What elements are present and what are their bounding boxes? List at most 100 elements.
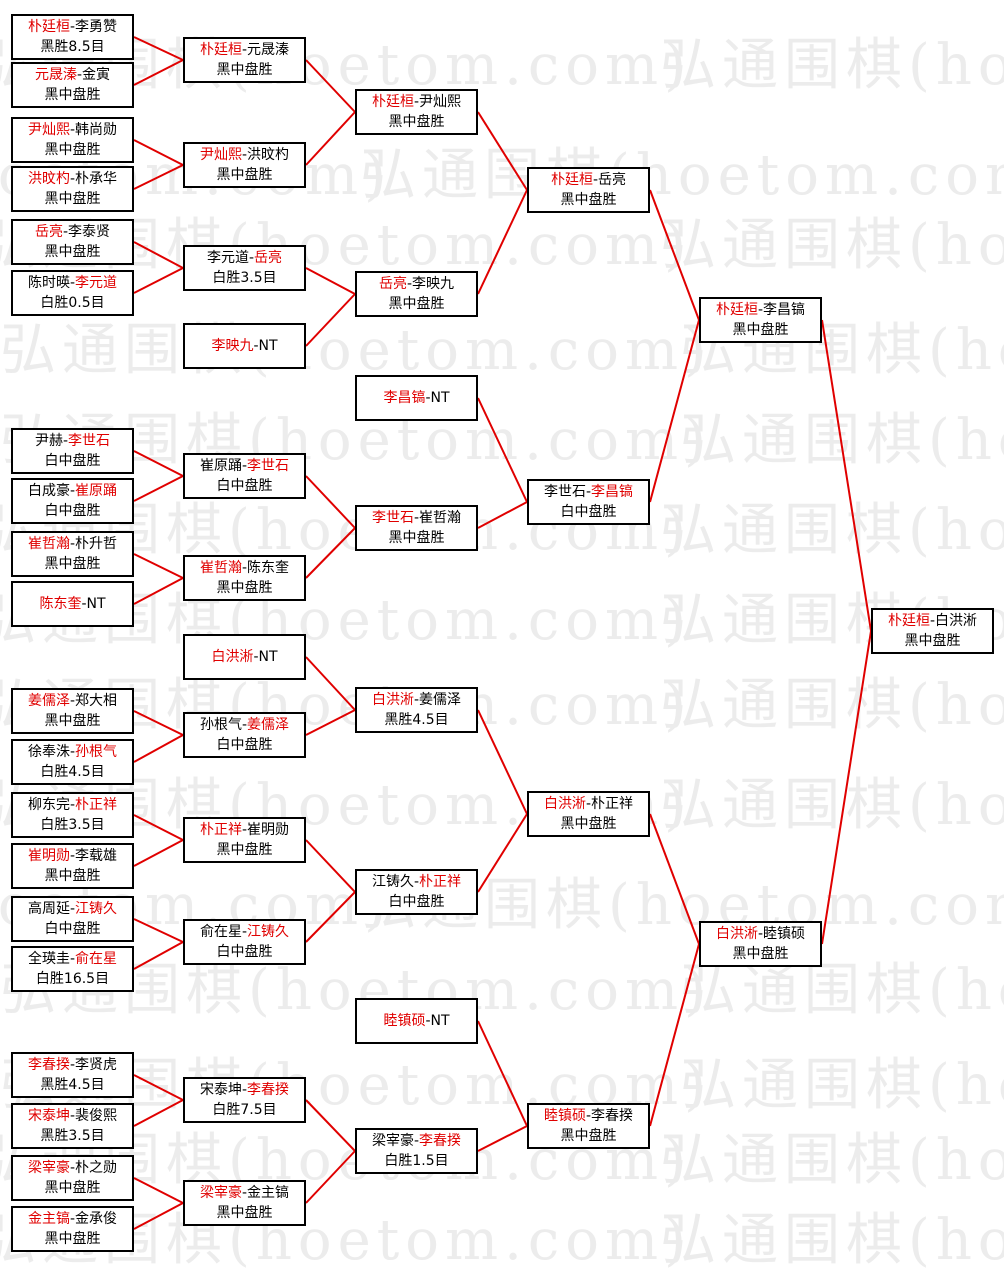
player-b: 李勇赞	[75, 19, 118, 35]
player-b: 郑大相	[75, 693, 118, 709]
player-separator: -	[69, 1211, 76, 1227]
match-box: 洪旼杓-朴承华黑中盘胜	[11, 166, 134, 212]
player-a: 白洪淅	[211, 649, 254, 665]
match-players: 睦镇硕-NT	[383, 1011, 449, 1031]
match-box: 陈东奎-NT	[11, 581, 134, 627]
match-result: 黑胜3.5目	[40, 1128, 105, 1144]
match-box: 白洪淅-姜儒泽黑胜4.5目	[355, 687, 478, 733]
match-players: 崔哲瀚-朴升哲	[28, 534, 117, 554]
match-box: 金主镐-金承俊黑中盘胜	[11, 1206, 134, 1252]
player-a: 白洪淅	[715, 926, 758, 942]
player-b: 姜儒泽	[419, 692, 462, 708]
match-box: 朴廷桓-尹灿熙黑中盘胜	[355, 89, 478, 135]
player-separator: -	[69, 901, 76, 917]
match-players: 李世石-李昌镐	[544, 482, 633, 502]
player-b: 崔哲瀚	[419, 510, 462, 526]
player-a: 李元道	[206, 250, 249, 266]
match-players: 陈东奎-NT	[39, 594, 105, 614]
match-box: 江铸久-朴正祥白中盘胜	[355, 869, 478, 915]
match-players: 徐奉洙-孙根气	[28, 742, 117, 762]
bracket-connector	[305, 111, 356, 166]
player-separator: -	[241, 147, 248, 163]
player-separator: -	[413, 1133, 420, 1149]
bracket-connector	[305, 527, 356, 579]
bracket-connector	[649, 319, 700, 503]
match-players: 白洪淅-朴正祥	[544, 794, 633, 814]
player-separator: -	[241, 1185, 248, 1201]
player-a: 朴廷桓	[371, 94, 414, 110]
player-a: 崔原踊	[199, 458, 242, 474]
match-result: 黑中盘胜	[560, 192, 617, 208]
bracket-connector	[477, 1125, 528, 1152]
player-b: 尹灿熙	[419, 94, 462, 110]
match-result: 黑中盘胜	[44, 1180, 101, 1196]
match-box: 梁宰豪-朴之勋黑中盘胜	[11, 1155, 134, 1201]
match-box: 元晟溱-金寅黑中盘胜	[11, 62, 134, 108]
player-b: 李贤虎	[75, 1057, 118, 1073]
match-box: 孙根气-姜儒泽白中盘胜	[183, 712, 306, 758]
match-box: 睦镇硕-NT	[355, 998, 478, 1044]
match-result: 黑胜4.5目	[40, 1077, 105, 1093]
player-separator: -	[241, 42, 248, 58]
player-a: 江铸久	[371, 874, 414, 890]
player-a: 梁宰豪	[199, 1185, 242, 1201]
match-players: 白洪淅-睦镇硕	[716, 924, 805, 944]
match-result: 黑胜8.5目	[40, 39, 105, 55]
player-separator: -	[413, 692, 420, 708]
player-separator: -	[69, 1108, 76, 1124]
player-separator: -	[69, 1057, 76, 1073]
match-players: 白洪淅-姜儒泽	[372, 690, 461, 710]
match-result: 黑中盘胜	[44, 87, 101, 103]
match-result: 黑中盘胜	[216, 167, 273, 183]
match-players: 元晟溱-金寅	[35, 65, 110, 85]
match-players: 尹灿熙-韩尚勋	[28, 120, 117, 140]
match-players: 俞在星-江铸久	[200, 922, 289, 942]
player-separator: -	[585, 1108, 592, 1124]
match-result: 白中盘胜	[216, 478, 273, 494]
bracket-connector	[649, 189, 700, 321]
player-b: 孙根气	[75, 744, 118, 760]
match-players: 李映九-NT	[211, 336, 277, 356]
match-result: 黑中盘胜	[388, 114, 445, 130]
match-result: 黑中盘胜	[216, 1205, 273, 1221]
match-box: 全瑛圭-俞在星白胜16.5目	[11, 946, 134, 992]
match-box: 李昌镐-NT	[355, 375, 478, 421]
player-a: 元晟溱	[34, 67, 77, 83]
match-box: 朴廷桓-岳亮黑中盘胜	[527, 167, 650, 213]
player-a: 李世石	[543, 484, 586, 500]
bracket-connector	[133, 814, 184, 841]
player-a: 朴廷桓	[887, 613, 930, 629]
match-box: 李映九-NT	[183, 323, 306, 369]
player-b: 洪旼杓	[247, 147, 290, 163]
bracket-connector	[477, 501, 528, 529]
bracket-connector	[477, 709, 528, 815]
bracket-connector	[133, 139, 184, 166]
match-players: 岳亮-李泰贤	[35, 222, 110, 242]
player-separator: -	[62, 224, 69, 240]
player-b: 朴承华	[75, 171, 118, 187]
bracket-connector	[477, 813, 528, 893]
match-result: 白胜7.5目	[212, 1102, 277, 1118]
player-a: 白洪淅	[371, 692, 414, 708]
player-a: 梁宰豪	[27, 1160, 70, 1176]
bracket-connector	[649, 813, 700, 945]
player-a: 尹灿熙	[27, 122, 70, 138]
player-b: 朴之勋	[75, 1160, 118, 1176]
match-players: 柳东完-朴正祥	[28, 795, 117, 815]
match-players: 李春揆-李贤虎	[28, 1055, 117, 1075]
bracket-connector	[133, 164, 184, 190]
match-players: 朴廷桓-李勇赞	[28, 17, 117, 37]
player-separator: -	[241, 822, 248, 838]
player-a: 朴廷桓	[27, 19, 70, 35]
match-result: 白中盘胜	[560, 504, 617, 520]
match-box: 朴廷桓-白洪淅黑中盘胜	[871, 608, 994, 654]
match-result: 白胜0.5目	[40, 295, 105, 311]
player-a: 徐奉洙	[27, 744, 70, 760]
match-players: 崔哲瀚-陈东奎	[200, 558, 289, 578]
player-separator: -	[69, 19, 76, 35]
player-separator: -	[406, 276, 413, 292]
bracket-connector	[133, 839, 184, 867]
match-result: 白胜4.5目	[40, 764, 105, 780]
match-result: 黑中盘胜	[216, 842, 273, 858]
